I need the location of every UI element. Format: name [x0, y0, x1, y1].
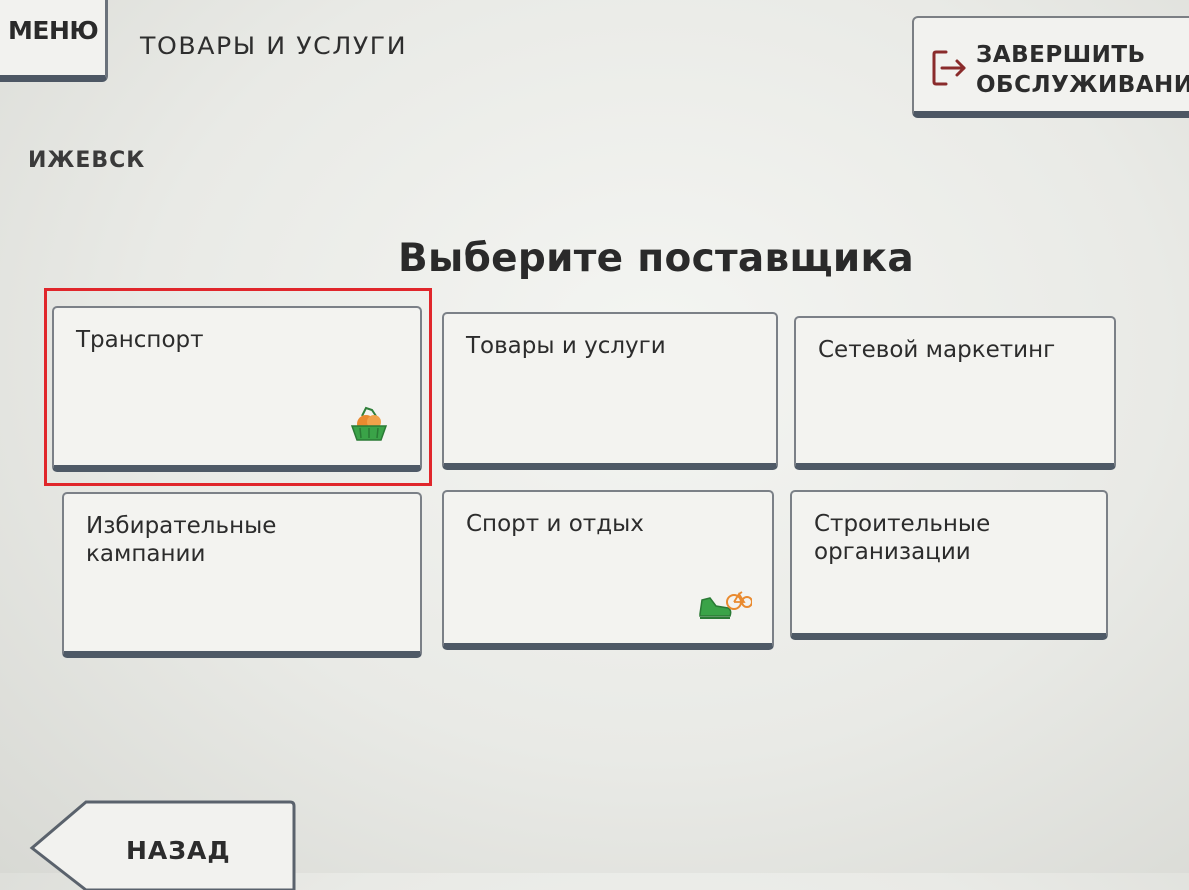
- provider-tile-transport[interactable]: Транспорт: [52, 306, 422, 472]
- menu-button[interactable]: МЕНЮ: [0, 0, 108, 82]
- provider-tile-network-marketing[interactable]: Сетевой маркетинг: [794, 316, 1116, 470]
- provider-tile-construction-companies[interactable]: Строительные организации: [790, 490, 1108, 640]
- provider-tile-label: Строительные организации: [814, 511, 991, 565]
- page-title: Выберите поставщика: [398, 236, 914, 281]
- exit-icon: [932, 50, 966, 86]
- provider-tile-label: Товары и услуги: [466, 333, 666, 359]
- provider-tile-label: Спорт и отдых: [466, 511, 644, 537]
- back-button-label: НАЗАД: [126, 836, 231, 865]
- finish-service-label-line2: ОБСЛУЖИВАНИЕ: [976, 72, 1189, 98]
- section-title: ТОВАРЫ И УСЛУГИ: [140, 32, 408, 60]
- provider-tile-goods-services[interactable]: Товары и услуги: [442, 312, 778, 470]
- menu-button-label: МЕНЮ: [8, 16, 99, 45]
- provider-tile-sport-leisure[interactable]: Спорт и отдых: [442, 490, 774, 650]
- back-button-shape: [29, 800, 296, 890]
- basket-icon: [350, 406, 388, 441]
- sneaker-bicycle-icon: [699, 591, 752, 619]
- provider-tile-label: Избирательные кампании: [86, 513, 277, 567]
- provider-tile-label: Сетевой маркетинг: [818, 337, 1056, 363]
- provider-tile-election-campaigns[interactable]: Избирательные кампании: [62, 492, 422, 658]
- provider-tile-label: Транспорт: [76, 327, 204, 353]
- back-button[interactable]: НАЗАД: [28, 800, 298, 890]
- finish-service-button[interactable]: ЗАВЕРШИТЬ ОБСЛУЖИВАНИЕ: [912, 16, 1189, 118]
- finish-service-label: ЗАВЕРШИТЬ ОБСЛУЖИВАНИЕ: [976, 40, 1189, 100]
- finish-service-label-line1: ЗАВЕРШИТЬ: [976, 42, 1146, 68]
- city-label: ИЖЕВСК: [28, 148, 146, 173]
